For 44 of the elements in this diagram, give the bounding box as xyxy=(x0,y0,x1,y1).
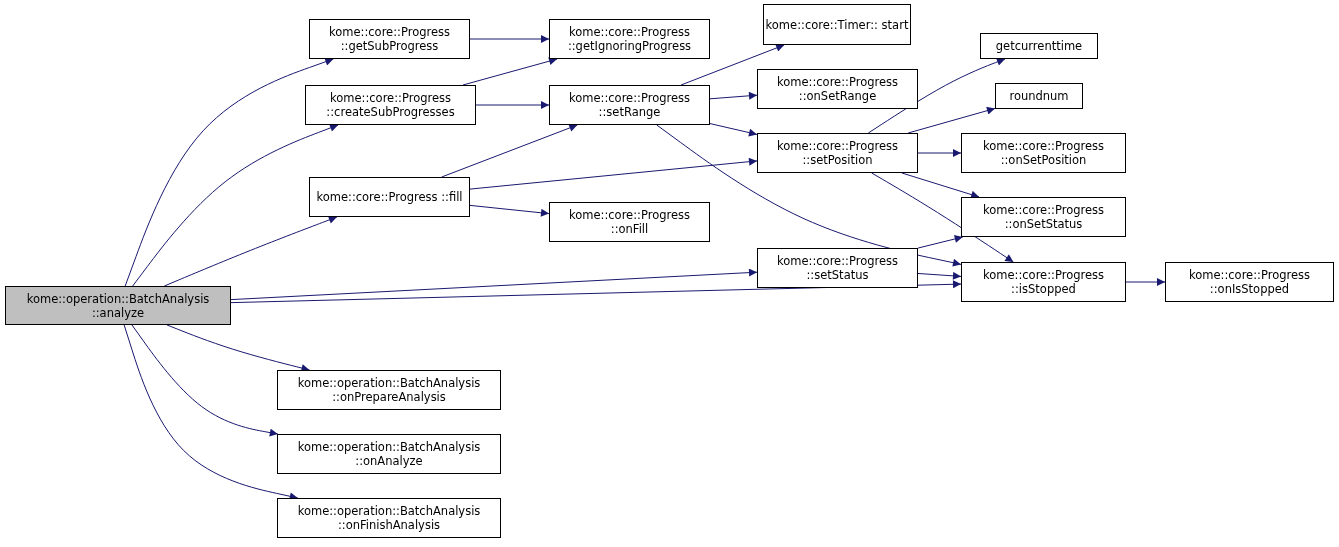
function-box: kome::core::Progress ::onSetPosition xyxy=(961,133,1126,173)
call-arrow xyxy=(871,172,1014,263)
call-arrow xyxy=(917,149,962,157)
function-box: roundnum xyxy=(995,83,1083,109)
call-arrow xyxy=(441,124,578,178)
call-arrow xyxy=(656,124,962,267)
call-arrow xyxy=(132,124,339,287)
function-box: kome::core::Progress ::setRange xyxy=(549,85,710,125)
call-arrow xyxy=(680,44,785,86)
call-arrow xyxy=(867,58,1006,134)
function-box: kome::core::Progress ::isStopped xyxy=(961,262,1126,302)
call-arrow xyxy=(166,324,310,372)
function-box: getcurrenttime xyxy=(980,33,1098,59)
function-box: kome::core::Progress ::onIsStopped xyxy=(1165,262,1334,302)
function-box: kome::core::Progress ::setStatus xyxy=(757,248,918,288)
function-box: kome::core::Progress ::onFill xyxy=(549,202,710,242)
function-box: kome::core::Progress ::setPosition xyxy=(757,133,918,173)
function-box: kome::operation::BatchAnalysis ::onFinishAnalysis xyxy=(277,498,501,538)
call-arrow xyxy=(709,91,758,100)
function-box: kome::core::Progress ::fill xyxy=(309,177,470,217)
call-arrow xyxy=(163,216,338,287)
function-box: kome::core::Progress ::createSubProgresses xyxy=(305,85,476,125)
call-arrow xyxy=(230,268,758,301)
call-arrow xyxy=(709,123,758,137)
call-arrow xyxy=(469,157,758,190)
call-arrow xyxy=(469,204,550,217)
call-arrow xyxy=(462,57,558,86)
function-box: kome::core::Progress ::onSetRange xyxy=(757,69,918,109)
function-box: kome::operation::BatchAnalysis ::onAnalyze xyxy=(277,434,501,474)
function-box: kome::operation::BatchAnalysis ::onPrepareAnalysis xyxy=(277,370,501,410)
call-arrow xyxy=(131,324,279,437)
call-arrow xyxy=(1125,278,1166,286)
function-box: kome::core::Progress ::getSubProgress xyxy=(309,19,470,59)
call-arrow xyxy=(901,172,980,199)
call-arrow xyxy=(917,271,962,280)
call-arrow xyxy=(475,101,550,109)
call-arrow xyxy=(907,106,996,134)
function-box: kome::core::Progress ::getIgnoringProgress xyxy=(549,19,710,59)
call-arrow xyxy=(124,57,334,287)
focus-function-box: kome::operation::BatchAnalysis ::analyze xyxy=(5,286,231,325)
call-arrow xyxy=(469,35,550,43)
function-box: kome::core::Timer:: start xyxy=(763,4,911,45)
call-arrow xyxy=(917,235,964,249)
function-box: kome::core::Progress ::onSetStatus xyxy=(961,197,1126,237)
